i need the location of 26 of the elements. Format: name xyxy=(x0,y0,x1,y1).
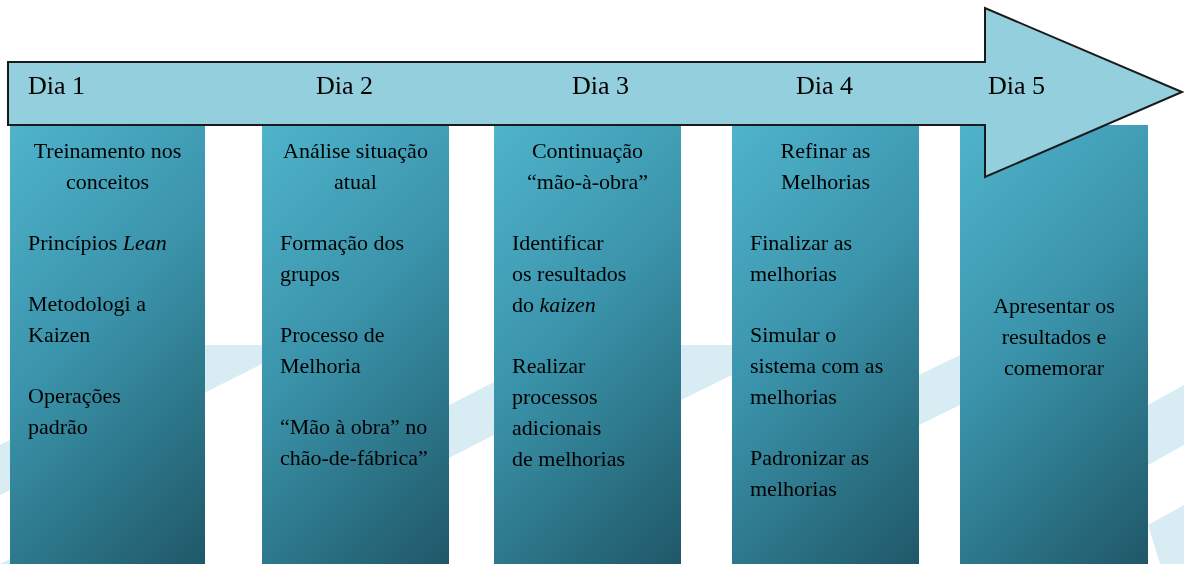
activity-text: Finalizar as melhorias xyxy=(750,229,854,288)
day-label: Dia 1 xyxy=(28,71,86,101)
activity-text: Formação dos grupos xyxy=(280,229,406,288)
day-label: Dia 3 xyxy=(572,71,630,101)
column-heading: Análise situação atual xyxy=(282,137,429,196)
column-heading: Continuação “mão-à-obra” xyxy=(526,137,649,196)
activity-text: Identificar os resultados do kaizen xyxy=(512,229,627,319)
day-label: Dia 4 xyxy=(796,71,854,101)
column-heading: Refinar as Melhorias xyxy=(779,137,872,196)
day-column xyxy=(262,125,449,564)
activity-text: Realizar processos adicionais de melhorias xyxy=(512,352,627,473)
day-label: Dia 2 xyxy=(316,71,374,101)
activity-text: Operações padrão xyxy=(28,382,122,441)
day-column xyxy=(10,125,205,564)
day-column xyxy=(960,125,1148,564)
activity-text: Padronizar as melhorias xyxy=(750,444,871,503)
activity-text: “Mão à obra” no chão-de-fábrica” xyxy=(280,413,429,472)
day-label: Dia 5 xyxy=(988,71,1046,101)
column-heading: Apresentar os resultados e comemorar xyxy=(992,292,1116,382)
activity-text: Processo de Melhoria xyxy=(280,321,386,380)
activity-text: Princípios Lean xyxy=(28,229,168,257)
column-heading: Treinamento nos conceitos xyxy=(32,137,183,196)
day-column xyxy=(732,125,919,564)
activity-text: Simular o sistema com as melhorias xyxy=(750,321,885,411)
day-column xyxy=(494,125,681,564)
activity-text: Metodologi a Kaizen xyxy=(28,290,147,349)
